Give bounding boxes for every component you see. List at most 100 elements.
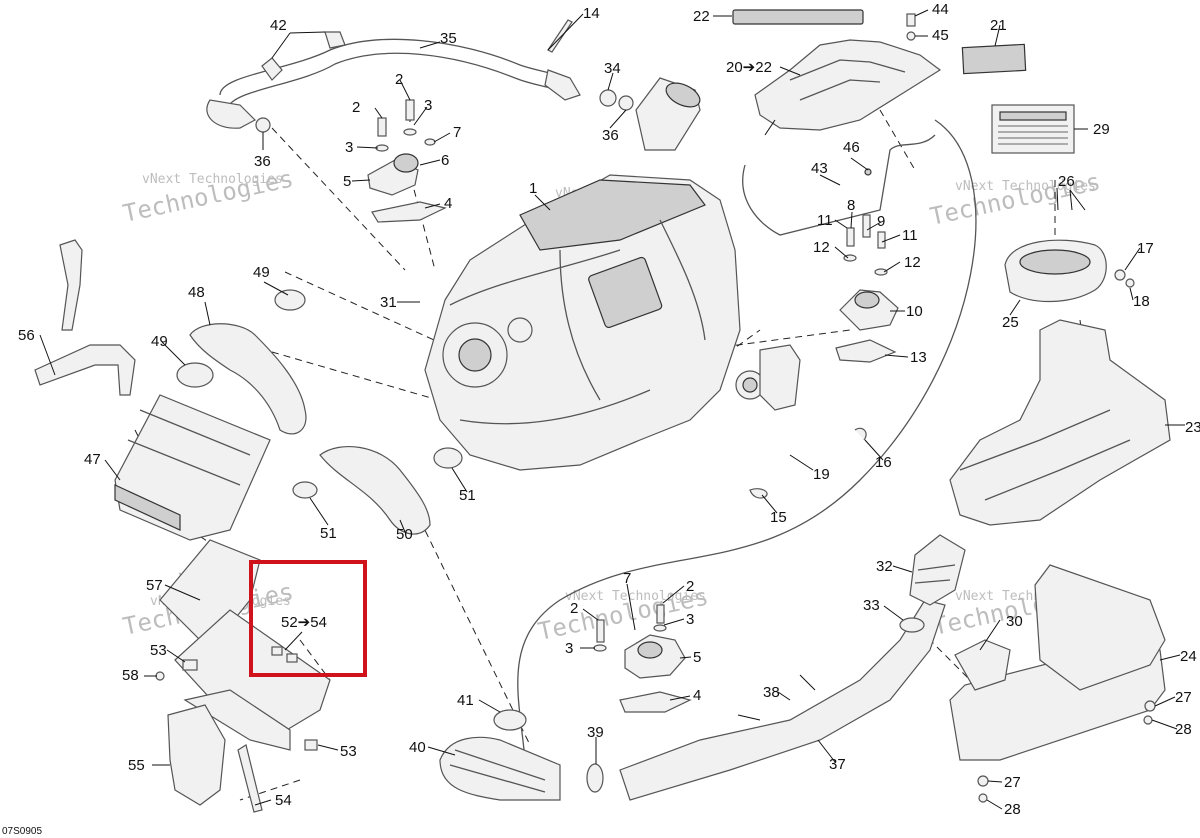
bracket-42 (261, 57, 283, 81)
watermark-text: vNext Technologies (955, 179, 1096, 194)
callout-43: 43 (811, 160, 828, 177)
callout-53: 53 (340, 743, 357, 760)
callout-37: 37 (829, 756, 846, 773)
air-duct-lower (439, 534, 966, 801)
callout-31: 31 (380, 294, 397, 311)
callout-2: 2 (352, 99, 360, 116)
hoses (219, 38, 977, 761)
callout-19: 19 (813, 466, 830, 483)
clamp-49a (274, 289, 306, 311)
callout-25: 25 (1002, 314, 1019, 331)
engine-mount-right (835, 168, 899, 363)
clamp-51b (433, 447, 463, 469)
ecu-box (588, 256, 663, 329)
part-53b (304, 739, 318, 751)
callout-30: 30 (1006, 613, 1023, 630)
callout-21: 21 (990, 17, 1007, 34)
part-52 (271, 646, 283, 656)
callout-22: 22 (693, 8, 710, 25)
part-58 (155, 671, 165, 681)
callout-55: 55 (128, 757, 145, 774)
callout-12: 12 (904, 254, 921, 271)
intake-hose-parts (206, 19, 701, 151)
inlet-40 (439, 736, 561, 801)
callout-54: 54 (275, 792, 292, 809)
clamp-39 (586, 763, 604, 793)
callout-1: 1 (529, 180, 537, 197)
callout-45: 45 (932, 27, 949, 44)
callout-12: 12 (813, 239, 830, 256)
bracket-56 (34, 239, 136, 396)
callout-53: 53 (150, 642, 167, 659)
callout-4: 4 (444, 195, 452, 212)
part-27b (977, 775, 989, 787)
leader-lines (39, 9, 1185, 810)
callout-32: 32 (876, 558, 893, 575)
callout-42: 42 (270, 17, 287, 34)
callout-51: 51 (320, 525, 337, 542)
callout-18: 18 (1133, 293, 1150, 310)
airbox-24 (1034, 564, 1166, 691)
callout-23: 23 (1185, 419, 1200, 436)
callout-34: 34 (604, 60, 621, 77)
hose-50 (319, 446, 431, 535)
callout-3: 3 (565, 640, 573, 657)
callout-11: 11 (817, 212, 833, 229)
air-intake (949, 239, 1171, 526)
callout-27: 27 (1004, 774, 1021, 791)
label-21 (961, 43, 1027, 75)
callout-5: 5 (693, 649, 701, 666)
watermark-text: vNext Technologies (142, 172, 283, 187)
part-53a (182, 659, 198, 671)
highlight-box (249, 560, 367, 677)
clamp-41 (493, 709, 527, 731)
elbow-35 (206, 99, 256, 129)
callout-27: 27 (1175, 689, 1192, 706)
clamp-49b (176, 362, 214, 388)
callout-24: 24 (1180, 648, 1197, 665)
callout-3: 3 (686, 611, 694, 628)
part-45 (906, 31, 916, 41)
engine-mount-lower (593, 604, 692, 713)
callout-8: 8 (847, 197, 855, 214)
callout-7: 7 (453, 124, 461, 141)
part-28b (978, 793, 988, 803)
decal-22 (732, 9, 864, 25)
callout-2: 2 (395, 71, 403, 88)
bellow-32 (909, 534, 966, 606)
callout-56: 56 (18, 327, 35, 344)
callout-13: 13 (910, 349, 927, 366)
callout-10: 10 (906, 303, 923, 320)
drawing-code: 07S0905 (2, 826, 42, 837)
callout-36: 36 (602, 127, 619, 144)
intercooler-left (114, 289, 463, 541)
bracket-4b (619, 691, 692, 713)
callout-11: 11 (902, 227, 918, 244)
part-17 (1114, 269, 1126, 281)
part-14 (547, 19, 573, 53)
callout-28: 28 (1175, 721, 1192, 738)
hose-35 (219, 38, 566, 96)
callout-17: 17 (1137, 240, 1154, 257)
part-30 (954, 639, 1011, 691)
bracket-4 (371, 201, 447, 223)
callout-33: 33 (863, 597, 880, 614)
callout-47: 47 (84, 451, 101, 468)
callout-36: 36 (254, 153, 271, 170)
callout-2: 2 (570, 600, 578, 617)
callout-28: 28 (1004, 801, 1021, 818)
part-27a (1144, 700, 1156, 712)
part-18 (1125, 278, 1135, 288)
callout-29: 29 (1093, 121, 1110, 138)
air-box (949, 564, 1166, 803)
hose-48 (189, 323, 307, 435)
clamp-51a (292, 481, 318, 499)
callout-38: 38 (763, 684, 780, 701)
callout-3: 3 (424, 97, 432, 114)
callout-3: 3 (345, 139, 353, 156)
part-16 (854, 427, 867, 441)
watermark-text: vNext Technologies (565, 589, 706, 604)
callout-58: 58 (122, 667, 139, 684)
